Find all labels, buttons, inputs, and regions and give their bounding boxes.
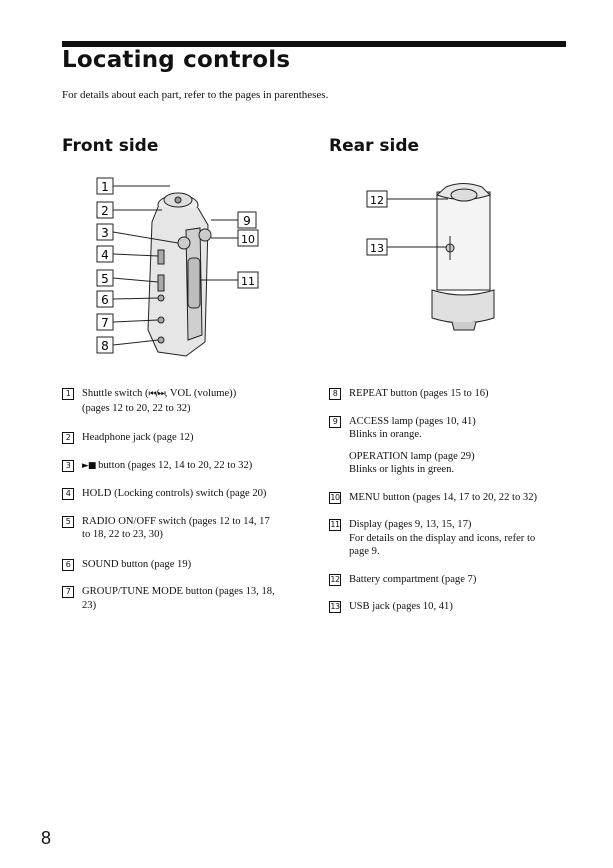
item-number: 12 (329, 573, 341, 586)
item-text-prefix: Shuttle switch ( (82, 388, 149, 399)
list-item: 5 RADIO ON/OFF switch (pages 12 to 14, 1… (62, 515, 302, 542)
page-number: 8 (41, 828, 52, 848)
intro-text: For details about each part, refer to th… (62, 89, 329, 101)
list-item: 2 Headphone jack (page 12) (62, 431, 302, 445)
front-callout-labels: 1 2 3 4 5 6 7 8 9 10 11 (96, 177, 259, 354)
item-text: RADIO ON/OFF switch (pages 12 to 14, 17 (82, 515, 270, 527)
callout-1: 1 (101, 180, 109, 194)
item-text: REPEAT button (pages 15 to 16) (349, 388, 489, 399)
item-number: 3 (62, 459, 74, 472)
skip-buttons-icon: ⏮/⏭ (148, 389, 166, 399)
item-text: GROUP/TUNE MODE button (pages 13, 18, (82, 586, 275, 597)
list-item: 11 Display (pages 9, 13, 15, 17) For det… (329, 518, 569, 559)
item-subtext: (pages 12 to 20, 22 to 32) (82, 402, 191, 414)
callout-7: 7 (101, 316, 109, 330)
item-subtext-2: page 9. (349, 546, 380, 557)
item-text: button (pages 12, 14 to 20, 22 to 32) (95, 459, 253, 471)
front-controls-list: 1 Shuttle switch (⏮/⏭, VOL (volume)) (pa… (62, 387, 302, 612)
list-item: 13 USB jack (pages 10, 41) (329, 600, 569, 614)
item-subtext: to 18, 22 to 23, 30) (82, 529, 163, 540)
rear-callout-labels: 12 13 (366, 190, 388, 256)
item-number: 8 (329, 388, 341, 400)
list-item: 9 ACCESS lamp (pages 10, 41) Blinks in o… (329, 415, 569, 477)
item-number: 7 (62, 586, 74, 598)
list-item: 4 HOLD (Locking controls) switch (page 2… (62, 487, 302, 501)
item-text: MENU button (pages 14, 17 to 20, 22 to 3… (349, 491, 538, 503)
item-text: ACCESS lamp (pages 10, 41) (349, 415, 476, 427)
item-subtext: For details on the display and icons, re… (349, 532, 536, 544)
item-number: 9 (329, 415, 341, 428)
item-number: 6 (62, 558, 74, 571)
device-diagrams: 1 2 3 4 5 6 7 8 9 10 11 12 (96, 177, 495, 357)
callout-10: 10 (241, 233, 255, 246)
rear-side-heading: Rear side (329, 136, 420, 156)
front-side-heading: Front side (62, 136, 159, 156)
play-stop-icon: ►■ (82, 460, 96, 471)
item-text: SOUND button (page 19) (82, 558, 192, 570)
rear-controls-list: 8 REPEAT button (pages 15 to 16) 9 ACCES… (329, 387, 569, 614)
front-device-illustration (147, 192, 212, 357)
callout-13: 13 (370, 242, 384, 255)
item-text: Battery compartment (page 7) (349, 573, 477, 585)
item-number: 11 (329, 519, 341, 531)
rear-device-illustration (431, 183, 495, 331)
callout-3: 3 (101, 226, 109, 240)
list-item: 8 REPEAT button (pages 15 to 16) (329, 387, 569, 401)
rear-leader-lines (385, 198, 448, 248)
callout-12: 12 (370, 194, 384, 207)
list-item: 12 Battery compartment (page 7) (329, 573, 569, 587)
callout-11: 11 (241, 275, 255, 288)
callout-2: 2 (101, 204, 109, 218)
callout-5: 5 (101, 272, 109, 286)
title-rule (62, 41, 566, 47)
item-extra-subtext: Blinks or lights in green. (349, 464, 455, 475)
item-number: 2 (62, 432, 74, 444)
page-title: Locating controls (62, 47, 291, 73)
callout-6: 6 (101, 293, 109, 307)
item-text: Headphone jack (page 12) (82, 432, 194, 443)
callout-8: 8 (101, 339, 109, 353)
item-subtext: 23) (82, 599, 97, 611)
item-text: HOLD (Locking controls) switch (page 20) (82, 488, 267, 499)
item-text: USB jack (pages 10, 41) (349, 601, 453, 612)
list-item: 1 Shuttle switch (⏮/⏭, VOL (volume)) (pa… (62, 387, 302, 415)
item-number: 10 (329, 491, 341, 504)
item-number: 1 (62, 388, 74, 400)
item-number: 5 (62, 515, 74, 528)
list-item: 3 ►■ button (pages 12, 14 to 20, 22 to 3… (62, 459, 302, 474)
list-item: 6 SOUND button (page 19) (62, 558, 302, 572)
callout-9: 9 (243, 214, 251, 228)
item-text: , VOL (volume)) (164, 388, 237, 399)
list-item: 7 GROUP/TUNE MODE button (pages 13, 18, … (62, 585, 302, 612)
item-number: 13 (329, 601, 341, 613)
list-item: 10 MENU button (pages 14, 17 to 20, 22 t… (329, 491, 569, 505)
item-extra-text: OPERATION lamp (page 29) (349, 450, 475, 462)
item-number: 4 (62, 488, 74, 500)
callout-4: 4 (101, 248, 109, 262)
front-leader-lines (112, 185, 238, 346)
item-text: Display (pages 9, 13, 15, 17) (349, 519, 472, 530)
item-subtext: Blinks in orange. (349, 429, 422, 440)
